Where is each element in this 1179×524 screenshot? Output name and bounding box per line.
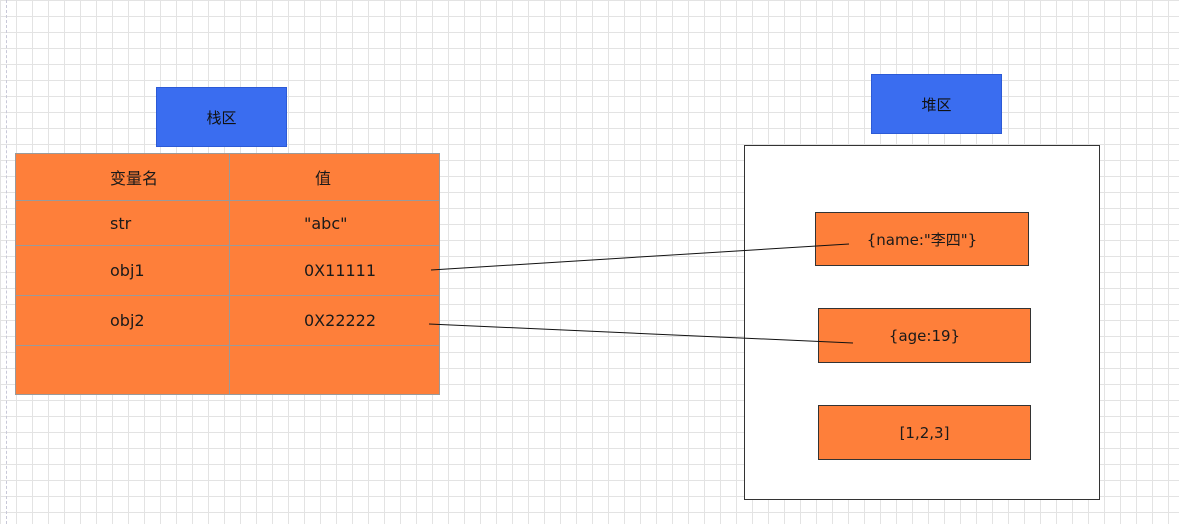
left-ruler [0,0,7,524]
heap-label-text: 堆区 [921,95,952,114]
header-name-cell: 变量名 [110,169,159,188]
var-value-cell: 0X11111 [229,246,439,295]
heap-object: [1,2,3] [818,405,1031,460]
stack-header-row: 变量名 值 [16,154,439,201]
var-value-cell [229,346,439,394]
heap-object-text: {age:19} [888,326,961,345]
var-value-cell: "abc" [229,201,439,245]
stack-table: 变量名 值 str "abc" obj1 0X11111 obj2 0X2222… [15,153,440,395]
heap-object: {name:"李四"} [815,212,1029,266]
var-name-cell: str [110,213,132,233]
var-value-cell: 0X22222 [229,296,439,345]
table-row: str "abc" [16,201,439,246]
heap-label: 堆区 [871,74,1002,134]
heap-object-text: {name:"李四"} [866,230,978,249]
table-row [16,346,439,394]
heap-object-text: [1,2,3] [899,423,950,442]
var-name-cell: obj1 [110,261,145,280]
table-row: obj1 0X11111 [16,246,439,296]
var-name-cell [16,346,229,394]
stack-label-text: 栈区 [206,108,237,127]
header-value-cell: 值 [229,154,439,200]
heap-object: {age:19} [818,308,1031,363]
var-name-cell: obj2 [110,311,145,330]
table-row: obj2 0X22222 [16,296,439,346]
stack-label: 栈区 [156,87,287,147]
